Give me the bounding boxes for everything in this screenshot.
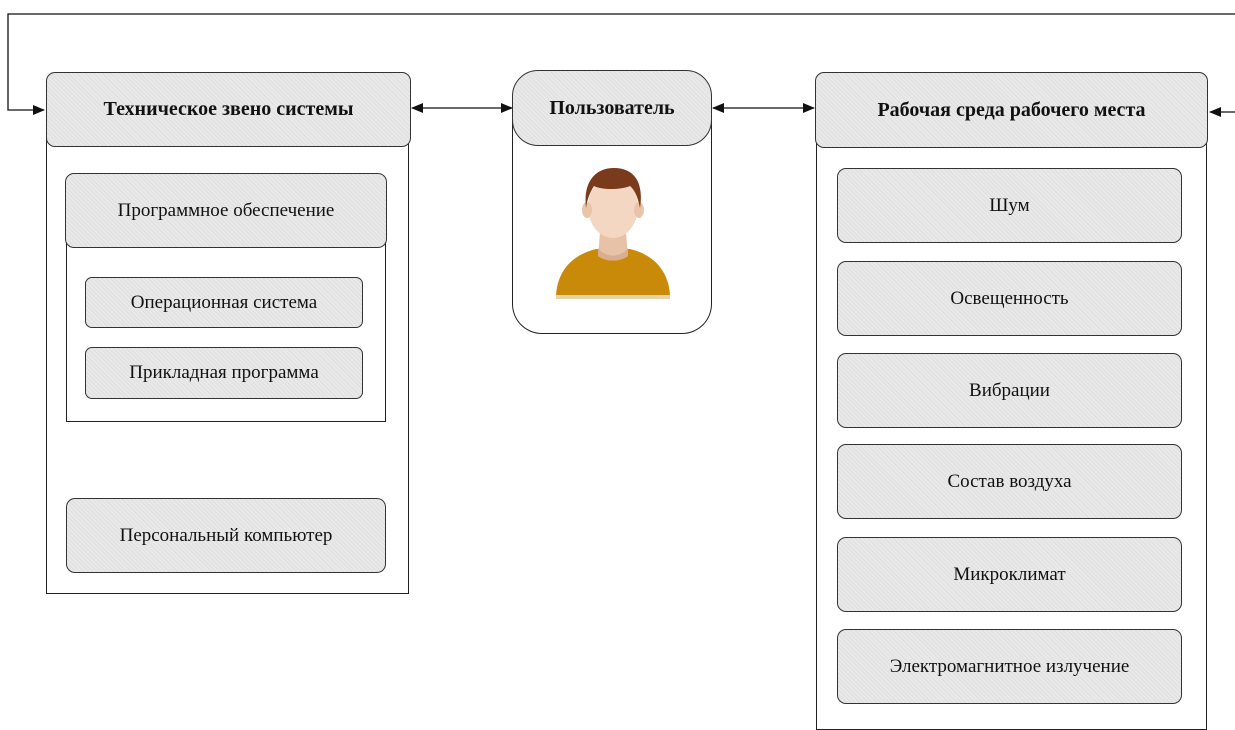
env-item-emr: Электромагнитное излучение [837, 629, 1182, 704]
technical-title: Техническое звено системы [46, 72, 411, 147]
user-avatar-icon [556, 168, 670, 299]
software-item-os: Операционная система [85, 277, 363, 328]
env-item-lighting: Освещенность [837, 261, 1182, 336]
software-item-app: Прикладная программа [85, 347, 363, 399]
user-title: Пользователь [512, 70, 712, 146]
env-item-air: Состав воздуха [837, 444, 1182, 519]
env-item-vibration: Вибрации [837, 353, 1182, 428]
feedback-loop-line [7, 13, 1235, 115]
pc-box: Персональный компьютер [66, 498, 386, 573]
environment-title: Рабочая среда рабочего места [815, 72, 1208, 148]
software-title: Программное обеспечение [65, 173, 387, 248]
env-item-microclimate: Микроклимат [837, 537, 1182, 612]
env-item-noise: Шум [837, 168, 1182, 243]
